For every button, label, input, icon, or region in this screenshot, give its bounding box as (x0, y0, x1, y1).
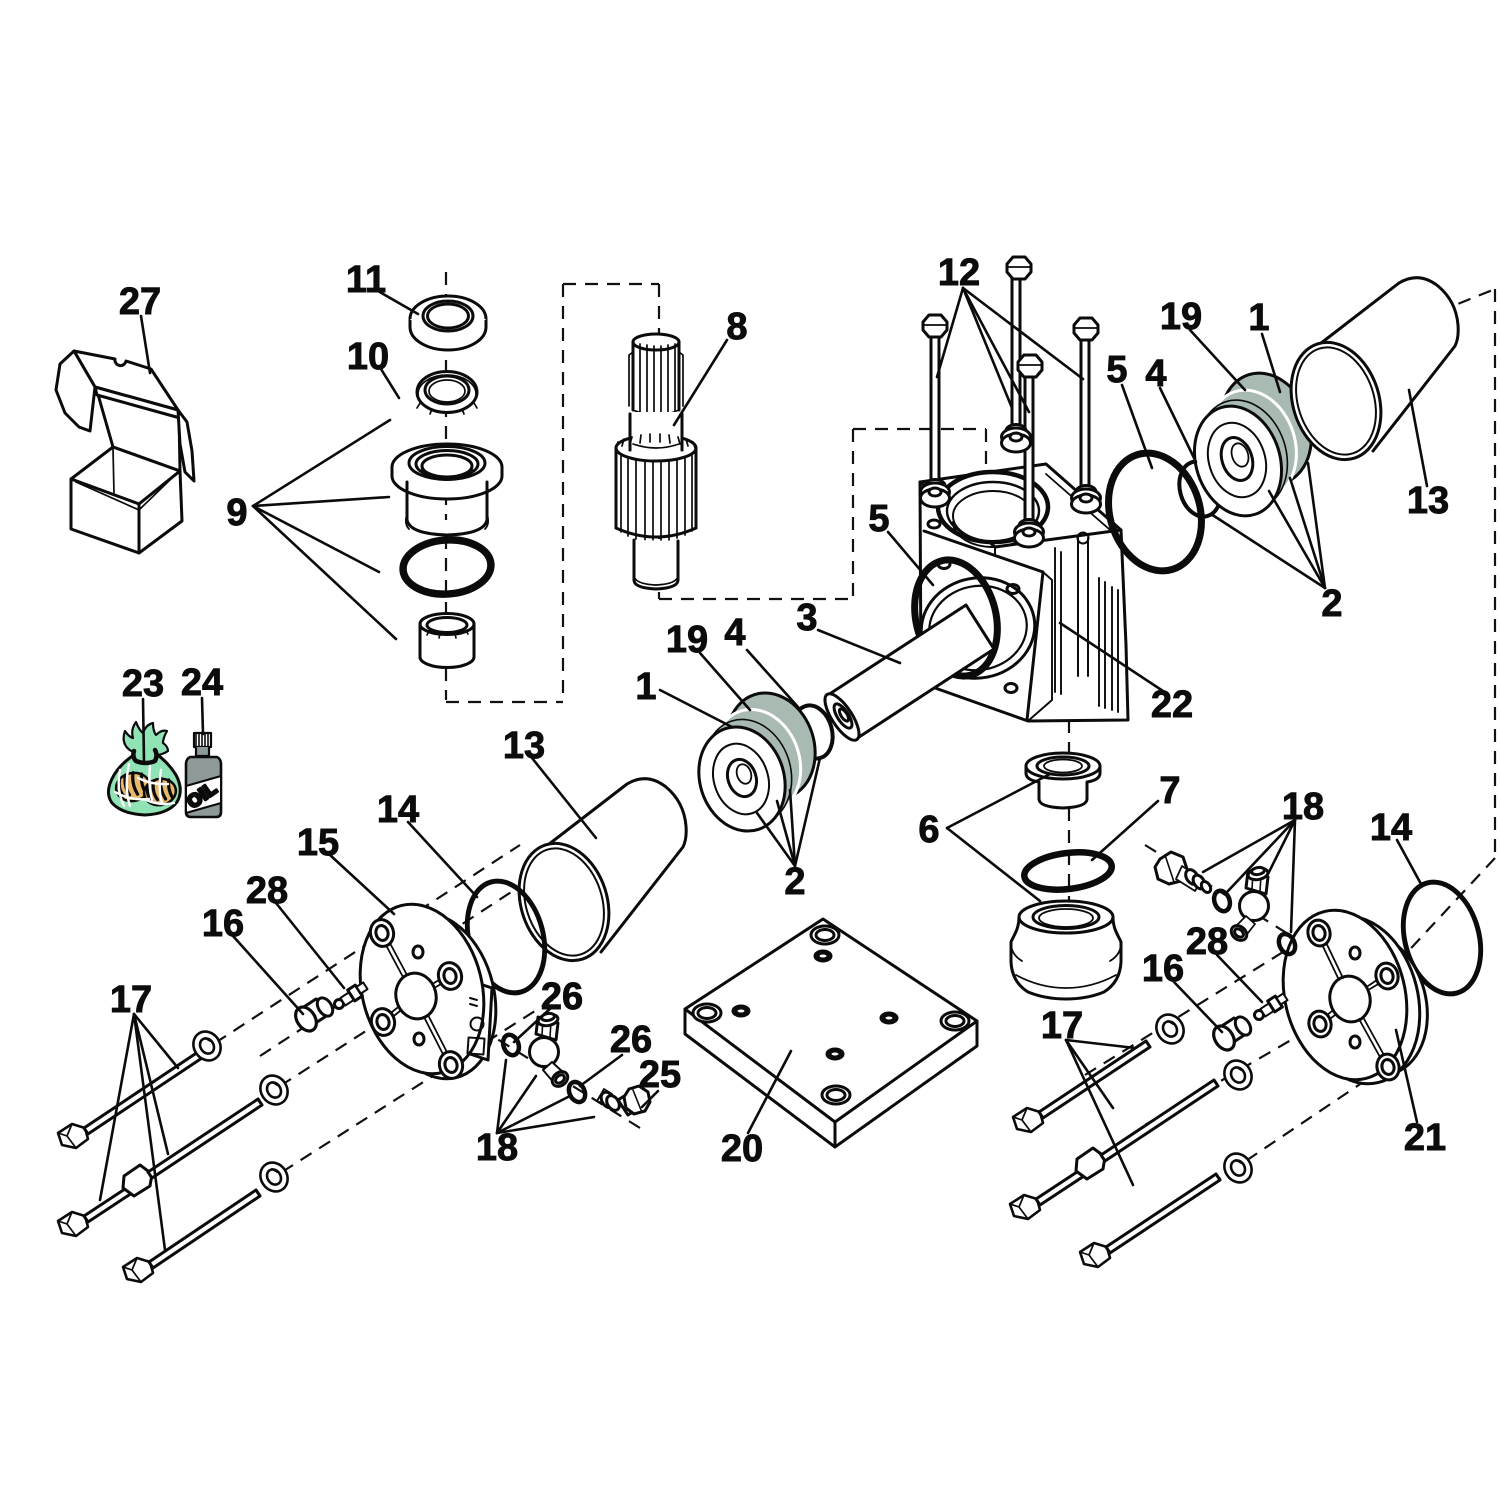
svg-text:4: 4 (724, 612, 745, 654)
svg-text:10: 10 (347, 336, 389, 378)
svg-text:11: 11 (346, 259, 386, 301)
svg-text:9: 9 (226, 492, 247, 534)
svg-text:8: 8 (726, 306, 747, 348)
svg-text:13: 13 (503, 725, 545, 767)
svg-text:13: 13 (1407, 480, 1449, 522)
svg-text:12: 12 (938, 252, 980, 294)
svg-text:7: 7 (1159, 770, 1180, 812)
svg-text:5: 5 (1106, 349, 1127, 391)
svg-text:24: 24 (181, 662, 223, 704)
svg-text:1: 1 (635, 666, 656, 708)
svg-text:28: 28 (1186, 921, 1228, 963)
svg-text:15: 15 (297, 822, 339, 864)
svg-text:21: 21 (1404, 1117, 1446, 1159)
svg-text:1: 1 (1248, 297, 1269, 339)
svg-text:26: 26 (610, 1019, 652, 1061)
svg-text:6: 6 (918, 809, 939, 851)
svg-text:17: 17 (1041, 1005, 1083, 1047)
svg-text:16: 16 (202, 903, 244, 945)
svg-text:19: 19 (1160, 296, 1202, 338)
svg-text:19: 19 (666, 619, 708, 661)
svg-text:18: 18 (1282, 786, 1324, 828)
svg-text:20: 20 (721, 1128, 763, 1170)
svg-text:17: 17 (110, 979, 152, 1021)
svg-text:14: 14 (1370, 807, 1412, 849)
svg-text:23: 23 (122, 663, 164, 705)
svg-text:27: 27 (119, 281, 161, 323)
svg-text:22: 22 (1151, 684, 1193, 726)
svg-text:14: 14 (377, 789, 419, 831)
svg-text:25: 25 (639, 1054, 681, 1096)
svg-text:4: 4 (1145, 353, 1166, 395)
svg-text:26: 26 (541, 976, 583, 1018)
svg-text:3: 3 (796, 597, 817, 639)
svg-text:16: 16 (1142, 948, 1184, 990)
svg-text:2: 2 (784, 861, 805, 903)
svg-text:28: 28 (246, 870, 288, 912)
svg-text:18: 18 (476, 1127, 518, 1169)
svg-text:5: 5 (868, 498, 889, 540)
svg-text:2: 2 (1321, 583, 1342, 625)
